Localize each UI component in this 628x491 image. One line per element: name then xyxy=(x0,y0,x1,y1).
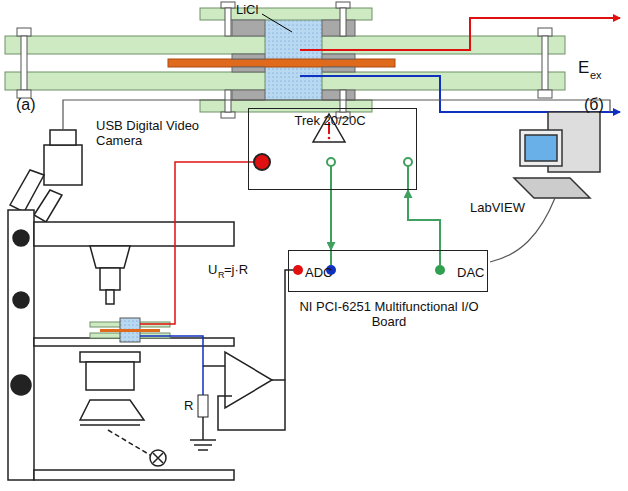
power-amplifier-box: Trek 20/20C xyxy=(248,108,417,190)
node-text: ADC xyxy=(305,265,332,280)
opamp-symbol xyxy=(203,270,298,430)
leader-line xyxy=(262,14,292,32)
electrode-wire xyxy=(300,76,620,112)
part-label: LiCl xyxy=(236,2,258,17)
electrode-wire xyxy=(300,18,620,50)
sample-cell xyxy=(90,318,170,342)
resistor-label: R xyxy=(184,398,193,413)
ground-symbol xyxy=(190,417,216,450)
resistor-symbol xyxy=(198,395,208,417)
signal-formula: =j·R xyxy=(224,262,248,277)
node-text: DAC xyxy=(457,265,484,280)
signal-arrow xyxy=(408,190,440,250)
signal-arrow xyxy=(330,190,332,250)
panel-label: (а) xyxy=(16,96,36,114)
field-subscript: ex xyxy=(590,69,602,82)
signal-subscript: R xyxy=(218,270,225,280)
software-label: LabVIEW xyxy=(470,200,525,215)
hv-wire xyxy=(140,162,256,324)
node-text: NI PCI-6251 Multifunctional I/O Board xyxy=(299,299,479,329)
microscope xyxy=(8,130,234,480)
field-symbol: E xyxy=(578,58,589,78)
camera-label: USB Digital Video Camera xyxy=(96,118,221,148)
panel-label: (б) xyxy=(584,96,604,114)
io-board-box: ADCDACNI PCI-6251 Multifunctional I/O Bo… xyxy=(288,250,488,292)
ground-wire xyxy=(140,336,203,395)
computer xyxy=(514,112,600,198)
signal-symbol: U xyxy=(208,262,217,277)
node-text: Trek 20/20C xyxy=(249,113,411,128)
